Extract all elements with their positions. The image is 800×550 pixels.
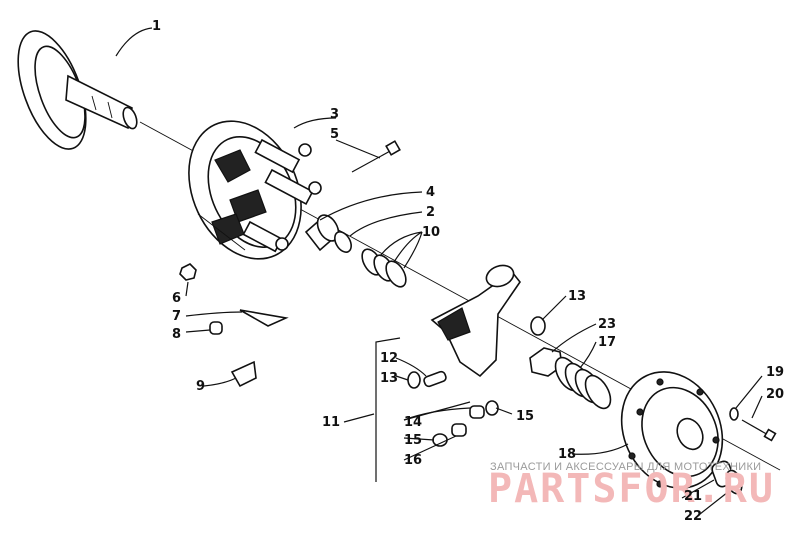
label-part-4: 4 [426,185,435,200]
label-part-9: 9 [196,379,205,394]
label-part-13-lower: 13 [380,371,398,386]
part-number-labels: 1 3 5 4 2 10 6 7 8 9 13 23 17 12 13 11 1… [152,19,784,524]
label-part-6: 6 [172,291,181,306]
part-6-nut [179,263,197,281]
part-14-roller-group [469,400,499,419]
part-22-bushing [725,469,743,495]
label-part-11: 11 [322,415,340,430]
watermark-logo: PARTSFOR.RU [488,466,775,512]
part-1-fixed-sheave [17,30,138,150]
part-17-spring [554,356,612,410]
label-part-16: 16 [404,453,422,468]
label-part-5: 5 [330,127,339,142]
part-4-bushing [304,214,340,252]
part-20-screw [741,419,777,442]
part-10-washers [361,248,407,288]
label-part-20: 20 [766,387,784,402]
label-part-2: 2 [426,205,435,220]
part-7-cam-arm [239,309,289,327]
label-part-15-left: 15 [404,433,422,448]
label-part-12: 12 [380,351,398,366]
part-13-cap-lower [407,371,421,389]
label-part-17: 17 [598,335,616,350]
part-13-cap-upper [530,316,546,336]
label-part-21: 21 [684,489,702,504]
label-part-23: 23 [598,317,616,332]
part-3-movable-sheave [188,120,322,260]
part-15-washer [432,433,448,447]
label-part-19: 19 [766,365,784,380]
part-8-pin [209,321,223,335]
part-18-end-cover [620,371,724,489]
label-part-13-upper: 13 [568,289,586,304]
watermark-caption: ЗАПЧАСТИ И АКСЕССУАРЫ ДЛЯ МОТОТЕХНИКИ [490,461,761,473]
part-2-snap-ring [334,231,352,253]
label-part-7: 7 [172,309,181,324]
label-part-14: 14 [404,415,422,430]
part-16-roller [451,423,467,437]
label-part-3: 3 [330,107,339,122]
part-9-clip [230,360,257,388]
leader-lines [115,27,763,515]
part-spider-housing [430,264,521,378]
part-12-roller [423,370,447,388]
label-part-18: 18 [558,447,576,462]
label-part-22: 22 [684,509,702,524]
label-part-8: 8 [172,327,181,342]
label-part-10: 10 [422,225,440,240]
label-part-15-right: 15 [516,409,534,424]
part-19-washer [729,407,739,421]
part-5-bolt [351,140,401,173]
part-11-group-bracket [375,337,401,482]
label-part-1: 1 [152,19,161,34]
